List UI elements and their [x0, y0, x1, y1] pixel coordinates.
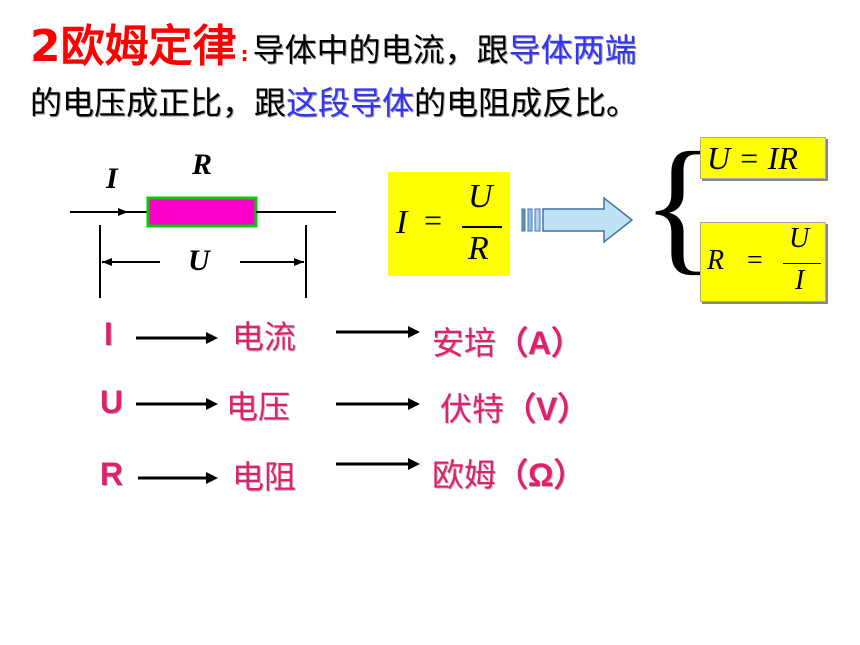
- definition-text-1: 导体中的电流，跟: [252, 31, 509, 69]
- title-colon: :: [240, 42, 249, 66]
- definition-highlight-2: 这段导体: [286, 84, 415, 122]
- formula-numerator: U: [468, 178, 493, 215]
- formula-denominator: R: [468, 230, 489, 267]
- quantity-unit: 伏特（V）: [440, 390, 590, 428]
- definition-highlight-1: 导体两端: [508, 31, 637, 69]
- voltage-right-arrow: [294, 258, 304, 266]
- formula-r-lhs: R: [707, 245, 725, 276]
- formula-u-equals-ir: U = IR: [700, 137, 826, 179]
- arrow-icon: [136, 398, 218, 410]
- circuit-diagram: [70, 196, 336, 298]
- resistor-label: R: [192, 148, 213, 181]
- quantity-name: 电阻: [232, 458, 297, 496]
- quantity-name: 电压: [226, 388, 291, 426]
- formula-r-denominator: I: [795, 265, 805, 296]
- derive-arrow: [521, 196, 634, 244]
- ohm-formula-box: I = U R: [388, 172, 510, 276]
- quantity-symbol: R: [100, 456, 124, 492]
- heading-line-2: 的电压成正比，跟这段导体的电阻成反比。: [30, 78, 638, 124]
- quantity-symbol: U: [100, 384, 124, 420]
- formula-lhs: I: [396, 204, 408, 241]
- quantity-symbol: I: [104, 316, 113, 352]
- formula-fraction-bar: [462, 226, 502, 228]
- current-arrow: [118, 208, 128, 216]
- formula-u-ir-text: U = IR: [707, 140, 798, 176]
- definition-text-2: 的电压成正比，跟: [30, 84, 287, 122]
- current-label: I: [106, 162, 118, 195]
- formula-r-equals: =: [747, 245, 763, 276]
- voltage-label: U: [188, 244, 210, 277]
- quantity-unit: 安培（A）: [432, 324, 584, 362]
- arrow-icon: [336, 326, 420, 338]
- definition-text-3: 的电阻成反比。: [414, 84, 639, 122]
- arrow-icon: [336, 458, 420, 470]
- quantity-name: 电流: [232, 318, 297, 356]
- lesson-title: 2欧姆定律: [30, 21, 237, 72]
- quantity-unit: 欧姆（Ω）: [432, 456, 586, 494]
- arrow-icon: [336, 398, 420, 410]
- resistor: [146, 196, 258, 228]
- formula-r-equals-u-over-i: R = U I: [700, 222, 826, 302]
- voltage-left-arrow: [102, 258, 112, 266]
- formula-r-numerator: U: [789, 223, 810, 254]
- formula-r-fraction-bar: [783, 263, 821, 264]
- formula-equals: =: [424, 202, 443, 238]
- heading-line-1: 2欧姆定律:导体中的电流，跟导体两端: [30, 10, 637, 74]
- arrow-icon: [136, 332, 218, 344]
- arrow-icon: [138, 472, 218, 484]
